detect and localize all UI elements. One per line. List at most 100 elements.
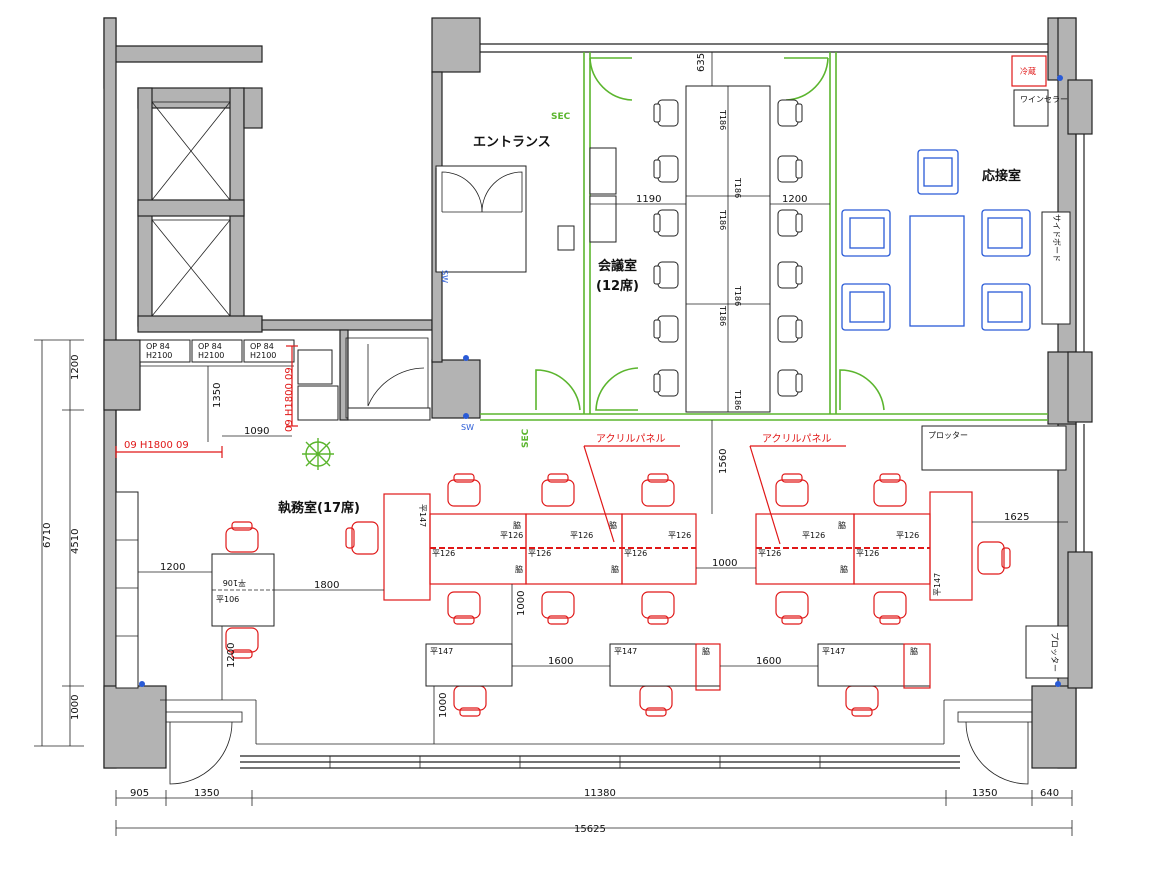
office-small-desk: 平106 平106 [211, 553, 275, 627]
reception-room-label: 応接室 [982, 168, 1021, 184]
left-storage: OP 84 H2100 OP 84 H2100 OP 84 H2100 [115, 339, 431, 689]
svg-text:T186: T186 [718, 209, 727, 230]
svg-text:T186: T186 [718, 109, 727, 130]
office-desks-row1 [383, 491, 973, 601]
svg-text:H2100: H2100 [198, 351, 224, 360]
svg-text:脇: 脇 [611, 565, 619, 574]
meeting-shelves [557, 147, 617, 251]
svg-text:H2100: H2100 [250, 351, 276, 360]
svg-text:1600: 1600 [548, 656, 573, 667]
dim-bottom-total: 15625 [574, 824, 606, 835]
office-chairs [225, 473, 1011, 717]
dim-bottom-2: 1350 [194, 788, 219, 799]
sec-label-1: SEC [551, 112, 571, 122]
svg-text:1090: 1090 [244, 426, 269, 437]
svg-text:平126: 平126 [896, 531, 919, 540]
left-dimensions: 6710 1200 4510 1000 [34, 339, 84, 747]
svg-text:平126: 平126 [500, 531, 523, 540]
dim-left-1: 1200 [70, 355, 81, 380]
partition-label-1: 09 H1800 09 [124, 440, 189, 451]
meeting-room-walls: SEC SEC [480, 52, 1048, 448]
meeting-seats-label: (12席) [596, 278, 639, 294]
fridge-label: 冷蔵 [1020, 66, 1036, 76]
sw-label-1: SW [461, 423, 474, 432]
entrance-label: エントランス [473, 135, 551, 150]
dim-left-3: 1000 [70, 695, 81, 720]
svg-text:平147: 平147 [822, 647, 845, 656]
svg-text:平126: 平126 [432, 549, 455, 558]
bottom-dimensions: 905 1350 11380 1350 640 15625 [115, 788, 1073, 836]
acrylic-panel-callouts: アクリルパネル アクリルパネル [583, 433, 846, 545]
dim-bottom-5: 640 [1040, 788, 1059, 799]
elevator-shafts [151, 101, 231, 317]
svg-text:1190: 1190 [636, 194, 661, 205]
svg-text:1000: 1000 [516, 591, 527, 616]
svg-text:脇: 脇 [609, 521, 617, 530]
sw-label-2: SW [440, 270, 449, 283]
reception-chair [981, 209, 1031, 257]
svg-text:1000: 1000 [712, 558, 737, 569]
svg-text:OP 84: OP 84 [198, 342, 222, 351]
corner-doors [165, 711, 1033, 785]
reception-chair [981, 283, 1031, 331]
sideboard-label: サイドボード [1052, 214, 1061, 262]
perimeter-lines [115, 43, 1085, 769]
switch-markers: SW SW [139, 75, 1063, 687]
svg-text:635: 635 [696, 53, 707, 72]
svg-text:平147: 平147 [933, 573, 942, 596]
svg-text:平147: 平147 [430, 647, 453, 656]
partition-label-2: 09 H1800 09 [284, 367, 295, 432]
svg-text:1200: 1200 [782, 194, 807, 205]
plotters: プロッター プロッター [921, 425, 1069, 679]
wine-cellar-label: ワインセラー [1020, 95, 1068, 104]
svg-text:T186: T186 [733, 389, 742, 410]
svg-text:脇: 脇 [838, 521, 846, 530]
entrance-area: エントランス [345, 135, 551, 419]
svg-text:1560: 1560 [718, 449, 729, 474]
svg-text:平126: 平126 [802, 531, 825, 540]
reception-chair [841, 283, 891, 331]
svg-text:平126: 平126 [668, 531, 691, 540]
red-partitions: 09 H1800 09 09 H1800 09 [115, 345, 298, 458]
office-dimensions: 1560 1000 1625 1200 1800 1000 1200 1600 … [138, 420, 1068, 744]
svg-text:平126: 平126 [856, 549, 879, 558]
svg-text:脇: 脇 [840, 565, 848, 574]
svg-text:1200: 1200 [160, 562, 185, 573]
svg-text:平147: 平147 [614, 647, 637, 656]
svg-text:平126: 平126 [528, 549, 551, 558]
office-room-label: 執務室(17席) [278, 500, 360, 516]
svg-text:T186: T186 [733, 285, 742, 306]
svg-text:平126: 平126 [758, 549, 781, 558]
svg-text:平106: 平106 [216, 595, 239, 604]
svg-text:H2100: H2100 [146, 351, 172, 360]
svg-text:1600: 1600 [756, 656, 781, 667]
dim-bottom-4: 1350 [972, 788, 997, 799]
svg-text:脇: 脇 [515, 565, 523, 574]
reception-chair [841, 209, 891, 257]
svg-text:1800: 1800 [314, 580, 339, 591]
svg-text:平126: 平126 [570, 531, 593, 540]
reception-room: 応接室 サイドボード ワインセラー 冷蔵 [841, 55, 1071, 331]
office-desk-labels: 平126 平126 平126 平126 平126 平126 平126 平126 … [418, 504, 942, 596]
svg-text:1350: 1350 [212, 383, 223, 408]
acrylic-panel-label-1: アクリルパネル [596, 433, 666, 445]
svg-text:T186: T186 [718, 305, 727, 326]
svg-text:平126: 平126 [624, 549, 647, 558]
svg-text:T186: T186 [733, 177, 742, 198]
plotter-label-1: プロッター [928, 431, 968, 440]
reception-chair [917, 149, 959, 195]
svg-text:平147: 平147 [418, 504, 427, 527]
svg-text:1200: 1200 [226, 643, 237, 668]
dim-left-2: 4510 [70, 529, 81, 554]
sec-label-2: SEC [521, 428, 531, 448]
plotter-label-2: プロッター [1050, 632, 1059, 672]
meeting-chairs [653, 99, 803, 397]
svg-text:OP 84: OP 84 [250, 342, 274, 351]
dim-left-total: 6710 [42, 523, 53, 548]
acrylic-panel-label-2: アクリルパネル [762, 433, 832, 445]
dim-bottom-1: 905 [130, 788, 149, 799]
svg-text:脇: 脇 [513, 521, 521, 530]
svg-text:脇: 脇 [910, 647, 918, 656]
svg-text:平106: 平106 [223, 578, 246, 587]
